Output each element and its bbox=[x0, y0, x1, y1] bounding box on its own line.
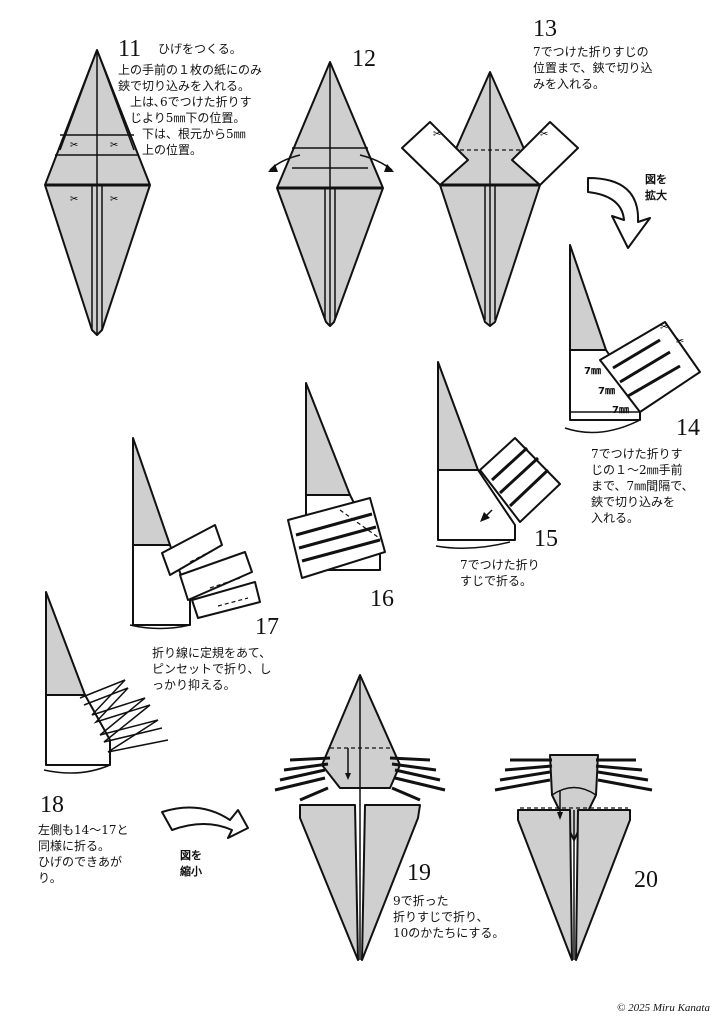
step18-figure bbox=[43, 591, 169, 774]
mm-label-2: 7㎜ bbox=[598, 386, 615, 397]
svg-text:✂: ✂ bbox=[660, 322, 668, 333]
step-18-text: 左側も14～17と 同様に折る。 ひげのできあが り。 bbox=[38, 823, 129, 885]
step12-figure bbox=[268, 61, 394, 327]
step17-figure bbox=[129, 437, 261, 630]
enlarge-arrow bbox=[587, 177, 651, 249]
svg-text:✂: ✂ bbox=[110, 140, 118, 151]
step16-figure bbox=[287, 382, 386, 579]
step-14-text: 7でつけた折りす じの１～2㎜手前 まで、7㎜間隔で、 鋏で切り込みを 入れる。 bbox=[591, 447, 694, 525]
step11-figure: ✂ ✂ ✂ ✂ bbox=[44, 49, 151, 336]
step-13-number: 13 bbox=[533, 16, 557, 42]
step-16-number: 16 bbox=[370, 586, 394, 612]
svg-text:✂: ✂ bbox=[70, 194, 78, 205]
step-12-number: 12 bbox=[352, 46, 376, 72]
svg-text:✂: ✂ bbox=[540, 129, 548, 140]
step13-figure: ✂ ✂ bbox=[401, 71, 579, 327]
copyright: © 2025 Miru Kanata bbox=[616, 1002, 710, 1014]
step-14-number: 14 bbox=[676, 415, 700, 441]
step-13-text: 7でつけた折りすじの 位置まで、鋏で切り込 みを入れる。 bbox=[533, 45, 653, 91]
shrink-label: 図を 縮小 bbox=[180, 849, 202, 878]
step15-figure bbox=[435, 361, 561, 549]
shrink-arrow bbox=[161, 806, 249, 839]
step-19-number: 19 bbox=[407, 860, 431, 886]
step-17-text: 折り線に定規をあて、 ピンセットで折り、し っかり抑える。 bbox=[152, 646, 272, 692]
step-15-text: 7でつけた折り すじで折る。 bbox=[460, 558, 540, 588]
step-11-title: ひげをつくる。 bbox=[158, 42, 242, 56]
svg-text:✂: ✂ bbox=[110, 194, 118, 205]
step-11-number: 11 bbox=[118, 36, 142, 62]
step-11-text: 上の手前の１枚の紙にのみ 鋏で切り込みを入れる。 上は､6でつけた折りす じより… bbox=[118, 63, 263, 157]
mm-label-3: 7㎜ bbox=[612, 405, 629, 416]
step-15-number: 15 bbox=[534, 526, 558, 552]
enlarge-label: 図を 拡大 bbox=[645, 173, 667, 202]
svg-text:✂: ✂ bbox=[676, 336, 684, 347]
step20-figure bbox=[494, 754, 653, 961]
step-19-text: 9で折った 折りすじで折り、 10のかたちにする。 bbox=[393, 894, 505, 940]
step-18-number: 18 bbox=[40, 792, 64, 818]
mm-label-1: 7㎜ bbox=[584, 366, 601, 377]
step-20-number: 20 bbox=[634, 867, 658, 893]
svg-text:✂: ✂ bbox=[433, 129, 441, 140]
svg-text:✂: ✂ bbox=[70, 140, 78, 151]
step19-figure bbox=[274, 674, 446, 961]
step-17-number: 17 bbox=[255, 614, 279, 640]
step14-figure: ✂ ✂ bbox=[564, 244, 701, 434]
